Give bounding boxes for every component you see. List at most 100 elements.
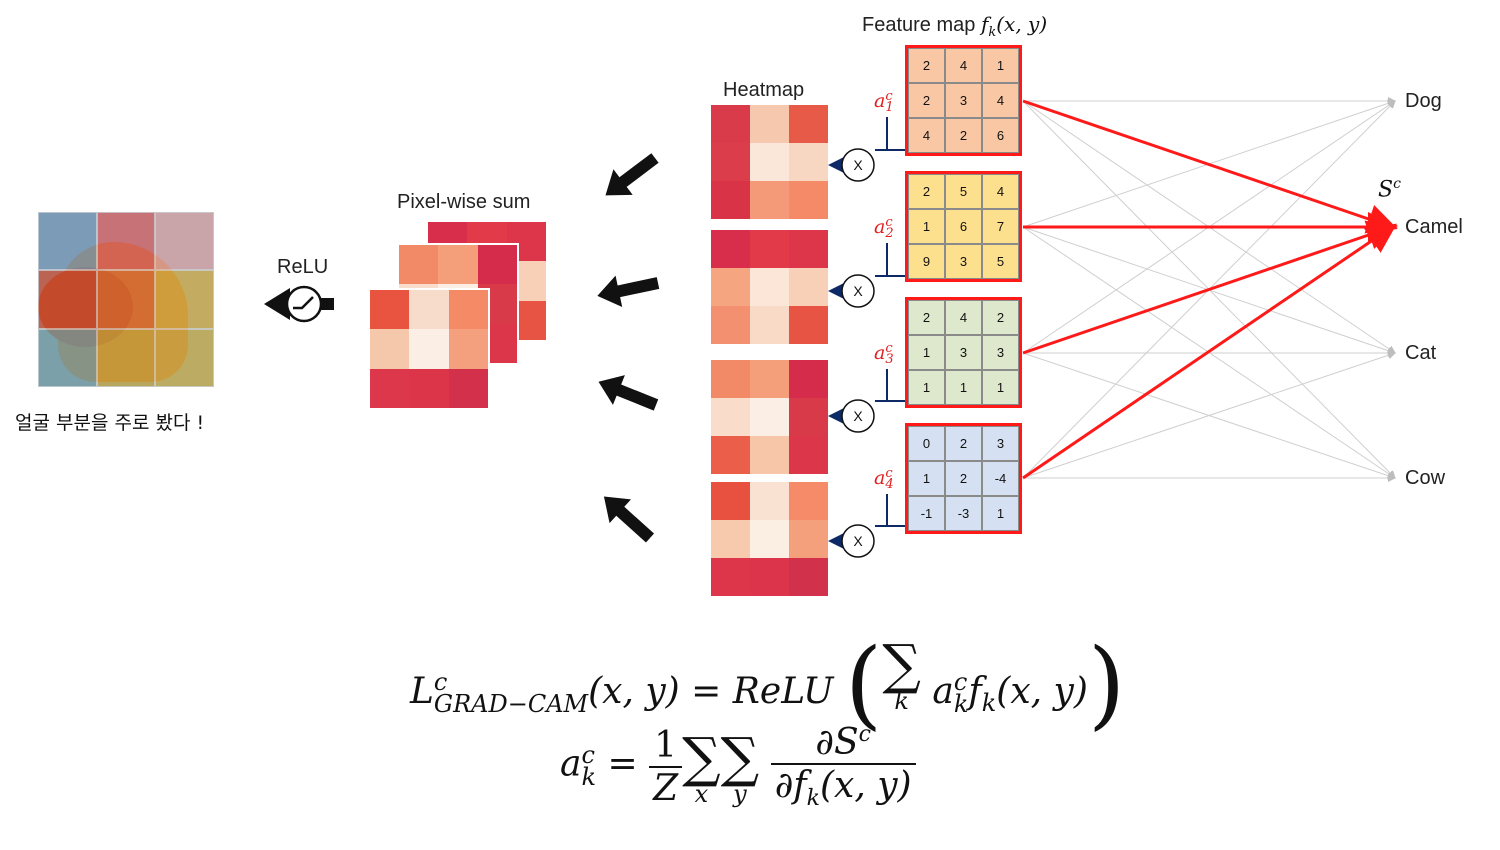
multiply-node <box>841 399 875 433</box>
feature-map-value: 4 <box>908 118 945 153</box>
feature-map-value: 1 <box>982 48 1019 83</box>
heatmap-cell <box>789 482 828 520</box>
feature-map-value: 2 <box>945 461 982 496</box>
pixel-wise-sum-label: Pixel-wise sum <box>397 191 531 213</box>
heatmap-cell <box>789 230 828 268</box>
heatmap-cell <box>750 105 789 143</box>
heatmap-cell <box>750 482 789 520</box>
feature-map-value: 6 <box>982 118 1019 153</box>
arrow-icon <box>597 275 660 307</box>
heatmap-cell <box>750 306 789 344</box>
sum-cell <box>438 245 478 285</box>
class-label-cat: Cat <box>1405 342 1437 364</box>
heatmap-cell <box>750 230 789 268</box>
sum-cell <box>409 368 449 408</box>
relu-arrow <box>264 285 334 323</box>
heatmap-cell <box>789 360 828 398</box>
feature-map-value: 2 <box>908 174 945 209</box>
heatmap-cell <box>750 143 789 181</box>
highlighted-weights <box>1022 99 1398 480</box>
feature-map-value: 3 <box>945 83 982 118</box>
overlay-cell <box>155 270 214 329</box>
heatmap-label: Heatmap <box>723 79 805 101</box>
overlay-cell <box>155 328 214 387</box>
sum-cell <box>370 290 410 330</box>
heatmap-1 <box>711 105 828 219</box>
multiply-node <box>841 274 875 308</box>
sum-cell <box>448 290 488 330</box>
feature-map-value: 4 <box>982 174 1019 209</box>
feature-map-value: 4 <box>982 83 1019 118</box>
highlighted-weight-line <box>1022 220 1398 355</box>
heatmap-cell <box>750 268 789 306</box>
feature-map-value: 5 <box>945 174 982 209</box>
feature-map-value: 9 <box>908 244 945 279</box>
sum-cell <box>477 245 517 285</box>
heatmap-cell <box>750 181 789 219</box>
multiply-symbol: X <box>853 408 863 424</box>
input-image <box>38 212 214 387</box>
feature-map-value: 1 <box>908 461 945 496</box>
sum-cell <box>448 368 488 408</box>
multiply-symbol: X <box>853 283 863 299</box>
sum-layer <box>370 290 488 408</box>
heatmap-cell <box>711 143 750 181</box>
feature-map-value: 3 <box>982 426 1019 461</box>
attention-overlay-grid <box>38 212 214 387</box>
sum-cell <box>409 329 449 369</box>
feature-map-value: 1 <box>982 370 1019 405</box>
heatmap-cell <box>711 558 750 596</box>
heatmap-cell <box>711 520 750 558</box>
heatmap-cell <box>789 398 828 436</box>
class-label-cow: Cow <box>1405 467 1446 489</box>
multiply-node <box>841 148 875 182</box>
feature-map-value: 1 <box>982 496 1019 531</box>
heatmap-3 <box>711 360 828 474</box>
highlighted-weight-line <box>1022 99 1398 234</box>
heatmap-cell <box>789 558 828 596</box>
multiply-symbol: X <box>853 533 863 549</box>
heatmap-cell <box>750 558 789 596</box>
heatmap-cell <box>789 143 828 181</box>
feature-map-value: 3 <box>945 244 982 279</box>
sum-cell <box>448 329 488 369</box>
arrow-icon <box>603 496 655 543</box>
class-label-dog: Dog <box>1405 90 1442 112</box>
arrow-icon <box>598 375 659 411</box>
heatmap-to-sum-arrows <box>597 153 660 543</box>
heatmap-cell <box>711 306 750 344</box>
feature-map-value: 2 <box>982 300 1019 335</box>
overlay-cell <box>38 270 97 329</box>
sum-cell <box>399 245 439 285</box>
overlay-cell <box>96 212 156 271</box>
feature-map-value: -1 <box>908 496 945 531</box>
feature-map-text: Feature map <box>862 14 976 36</box>
feature-map-value: 1 <box>908 370 945 405</box>
overlay-cell <box>96 270 156 329</box>
heatmap-cell <box>750 520 789 558</box>
feature-map-value: 1 <box>908 335 945 370</box>
feature-map-value: 1 <box>945 370 982 405</box>
sum-cell <box>370 329 410 369</box>
feature-map-title: Feature map fk(x, y) <box>862 12 1048 40</box>
feature-map-value: 2 <box>908 83 945 118</box>
heatmap-4 <box>711 482 828 596</box>
connection-line <box>1022 351 1396 479</box>
feature-map-value: 2 <box>908 48 945 83</box>
feature-map-value: 4 <box>945 48 982 83</box>
class-label-camel: Camel <box>1405 216 1463 238</box>
feature-map-value: -3 <box>945 496 982 531</box>
feature-map-value: 2 <box>945 118 982 153</box>
overlay-cell <box>38 328 97 387</box>
heatmap-cell <box>789 181 828 219</box>
heatmap-cell <box>750 360 789 398</box>
feature-map-value: 4 <box>945 300 982 335</box>
heatmap-cell <box>750 398 789 436</box>
